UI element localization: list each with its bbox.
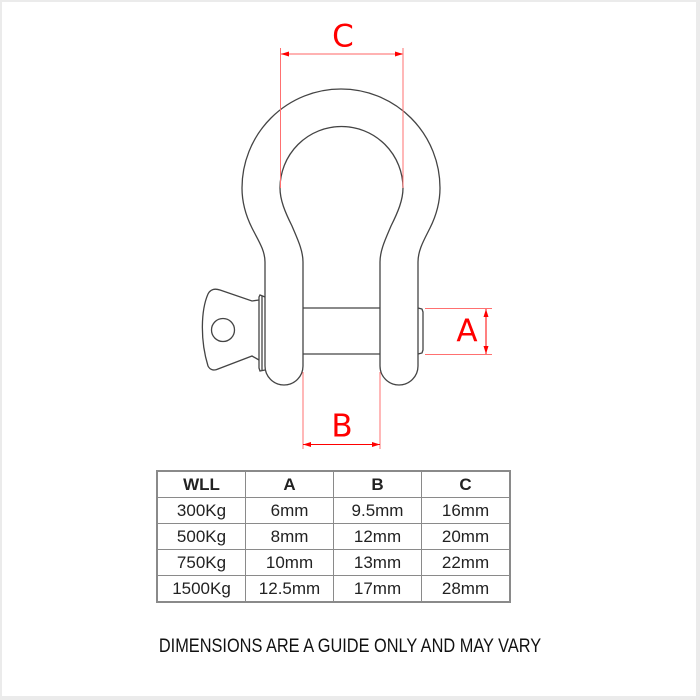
table-row: 1500Kg 12.5mm 17mm 28mm	[156, 575, 511, 603]
shackle-body	[201, 88, 441, 386]
table-row: 500Kg 8mm 12mm 20mm	[156, 523, 511, 550]
cell-b: 13mm	[333, 549, 422, 576]
pin-eye-tab	[201, 288, 260, 371]
cell-c: 16mm	[421, 497, 511, 524]
header-c: C	[421, 470, 511, 498]
pin-end	[417, 307, 424, 355]
cell-b: 17mm	[333, 575, 422, 603]
cell-c: 22mm	[421, 549, 511, 576]
header-wll: WLL	[156, 470, 246, 498]
dimension-a	[425, 308, 492, 355]
cell-b: 9.5mm	[333, 497, 422, 524]
cell-a: 12.5mm	[245, 575, 334, 603]
dimension-label-b: B	[331, 408, 353, 445]
pin-eye-hole	[210, 317, 236, 343]
cell-wll: 1500Kg	[156, 575, 246, 603]
table-header-row: WLL A B C	[156, 470, 511, 498]
dimensions-table: WLL A B C 300Kg 6mm 9.5mm 16mm 500Kg 8mm…	[156, 470, 511, 603]
dimension-label-c: C	[332, 18, 354, 55]
cell-a: 8mm	[245, 523, 334, 550]
header-b: B	[333, 470, 422, 498]
cell-wll: 750Kg	[156, 549, 246, 576]
cell-c: 20mm	[421, 523, 511, 550]
dimension-c	[280, 48, 404, 188]
table-row: 750Kg 10mm 13mm 22mm	[156, 549, 511, 576]
cell-a: 6mm	[245, 497, 334, 524]
cell-wll: 300Kg	[156, 497, 246, 524]
header-a: A	[245, 470, 334, 498]
cell-c: 28mm	[421, 575, 511, 603]
cell-b: 12mm	[333, 523, 422, 550]
cell-wll: 500Kg	[156, 523, 246, 550]
cell-a: 10mm	[245, 549, 334, 576]
pin-collar	[258, 294, 266, 372]
dimension-label-a: A	[456, 313, 478, 350]
dimension-b	[302, 372, 381, 449]
disclaimer-text: DIMENSIONS ARE A GUIDE ONLY AND MAY VARY	[158, 636, 542, 657]
shackle-outer-outline	[241, 88, 441, 386]
table-row: 300Kg 6mm 9.5mm 16mm	[156, 497, 511, 524]
